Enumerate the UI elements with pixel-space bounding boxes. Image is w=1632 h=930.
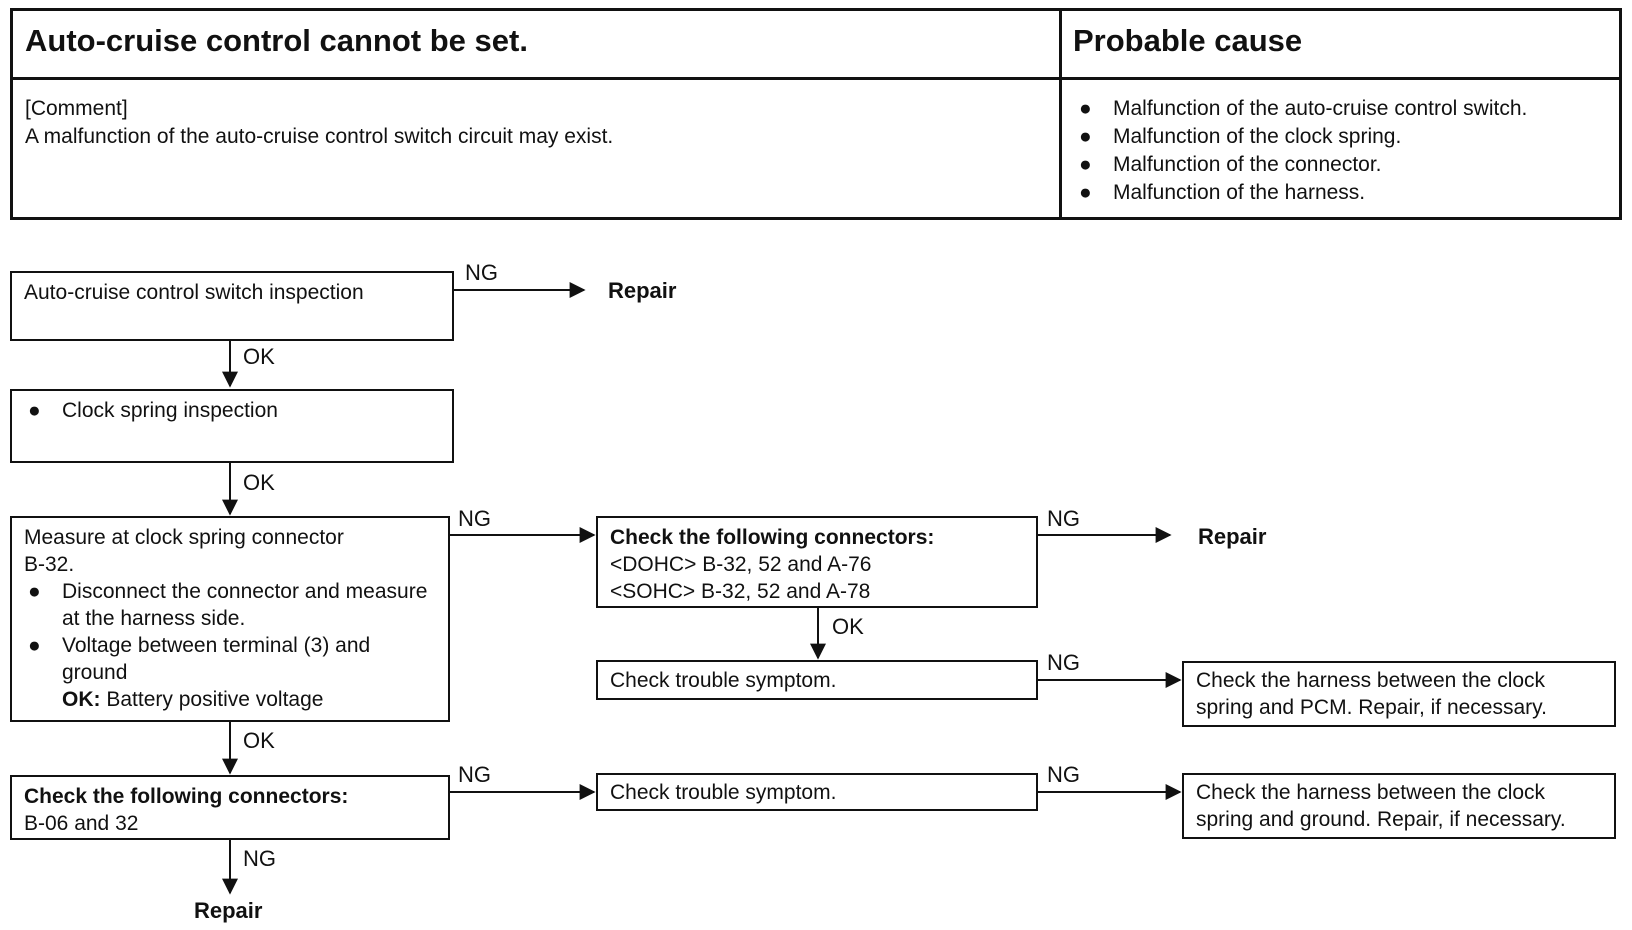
repair-label: Repair [1198, 524, 1267, 549]
bullet-icon: ● [28, 399, 41, 422]
bullet-icon: ● [1079, 153, 1092, 176]
box-check-trouble-symptom-2: Check trouble symptom. [596, 773, 1038, 811]
column-divider [1059, 11, 1062, 217]
ok-label: OK [243, 470, 275, 495]
bullet-icon: ● [28, 634, 41, 657]
symptom-title: Auto-cruise control cannot be set. [25, 23, 528, 58]
ng-label: NG [1047, 650, 1080, 675]
box-clock-spring-inspection: ●Clock spring inspection [10, 389, 454, 463]
ng-label: NG [465, 260, 498, 285]
box-check-connectors-b06: Check the following connectors: B-06 and… [10, 775, 450, 840]
comment-text: A malfunction of the auto-cruise control… [25, 125, 614, 148]
box-check-trouble-symptom-1: Check trouble symptom. [596, 660, 1038, 700]
cause-item: ●Malfunction of the clock spring. [1073, 123, 1527, 151]
bullet-icon: ● [28, 580, 41, 603]
ng-label: NG [243, 846, 276, 871]
ng-label: NG [458, 506, 491, 531]
box-harness-clock-spring-ground: Check the harness between the clock spri… [1182, 773, 1616, 839]
cause-item: ●Malfunction of the connector. [1073, 151, 1527, 179]
bullet-icon: ● [1079, 125, 1092, 148]
box-measure-clock-spring: Measure at clock spring connector B-32. … [10, 516, 450, 722]
ng-label: NG [1047, 506, 1080, 531]
bullet-icon: ● [1079, 181, 1092, 204]
cause-item: ●Malfunction of the harness. [1073, 179, 1527, 207]
ng-label: NG [1047, 762, 1080, 787]
ng-label: NG [458, 762, 491, 787]
repair-label: Repair [608, 278, 677, 303]
header-table: Auto-cruise control cannot be set. Proba… [10, 8, 1622, 220]
ok-label: OK [832, 614, 864, 639]
comment: [Comment] A malfunction of the auto-crui… [25, 95, 1045, 151]
comment-label: [Comment] [25, 97, 128, 120]
box-check-connectors-dohc-sohc: Check the following connectors: <DOHC> B… [596, 516, 1038, 608]
probable-cause-list: ●Malfunction of the auto-cruise control … [1073, 95, 1527, 207]
cause-item: ●Malfunction of the auto-cruise control … [1073, 95, 1527, 123]
repair-label: Repair [194, 898, 263, 923]
row-divider [13, 77, 1619, 80]
ok-label: OK [243, 728, 275, 753]
box-switch-inspection: Auto-cruise control switch inspection [10, 271, 454, 341]
box-harness-clock-spring-pcm: Check the harness between the clock spri… [1182, 661, 1616, 727]
ok-label: OK [243, 344, 275, 369]
bullet-icon: ● [1079, 97, 1092, 120]
probable-cause-title: Probable cause [1073, 23, 1303, 58]
